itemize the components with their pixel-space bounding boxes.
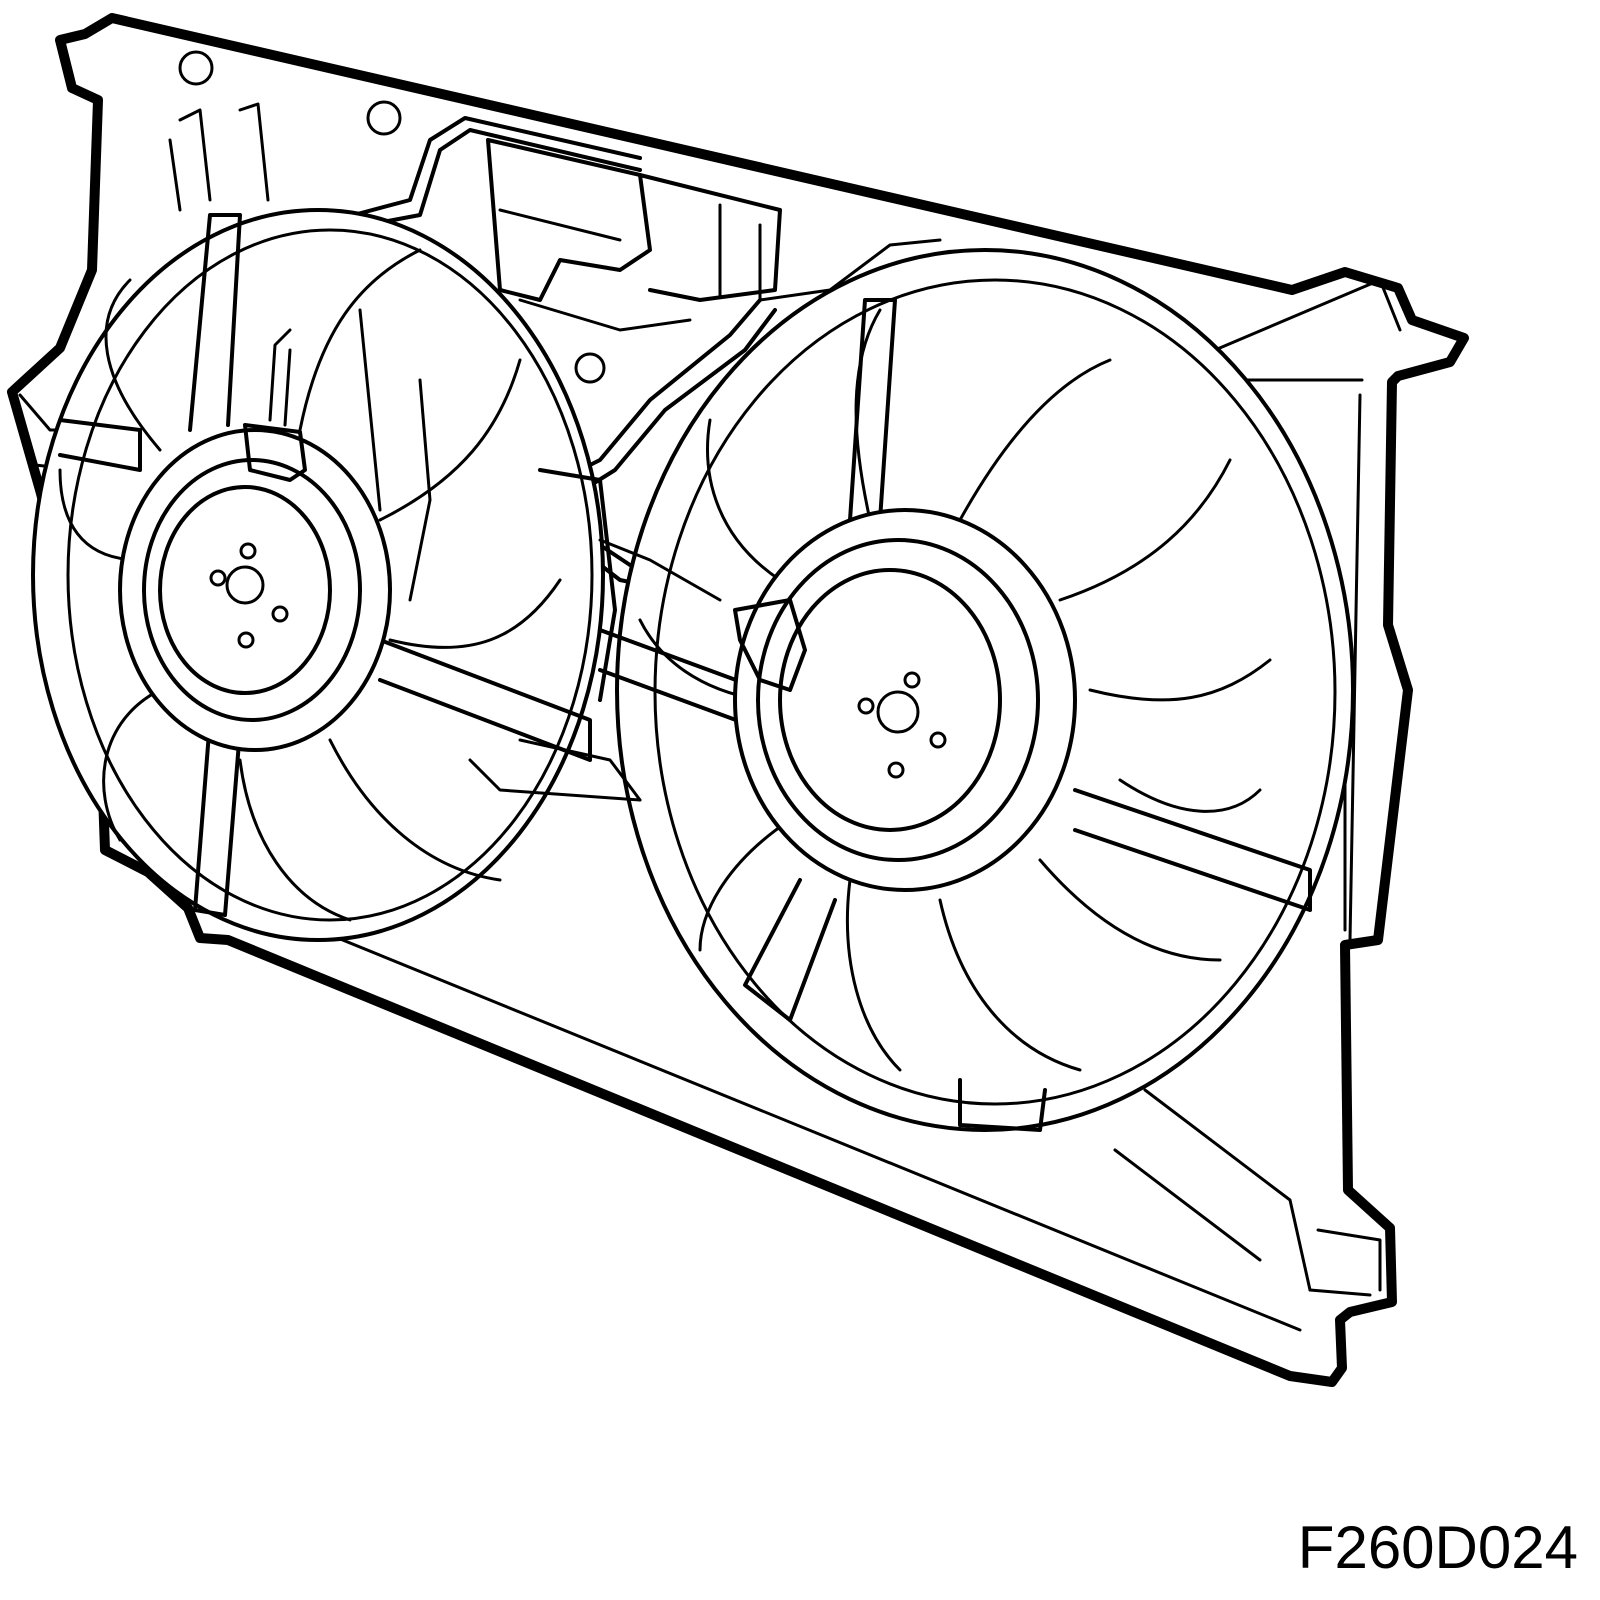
right-fan-blade-3 [1058,458,1232,602]
left-fan-hub-bolt-1 [239,542,257,560]
left-fan-hub-center [225,565,265,605]
figure-id-label: F260D024 [1297,1514,1578,1581]
left-fan-blade-1 [104,278,162,452]
left-fan-hub-bolt-4 [237,631,255,649]
right-fan-hub-bolt-1 [903,671,921,689]
left-fan-blade-4 [388,578,562,649]
frame-inner-bottom [218,888,1302,1332]
left-fan-connector [243,423,307,482]
frame-bottom-flange [1316,1228,1382,1292]
left-fan-blade-5 [328,738,502,882]
right-fan-blade-4 [1088,658,1272,702]
center-divider-lower [518,738,642,802]
right-fan-hub-center [876,690,920,734]
bracket-block-2 [638,173,782,302]
right-fan-hub-bolt-2 [857,697,875,715]
frame-hole-top-mid [366,100,402,136]
right-fan-blade-2 [958,358,1112,522]
center-divider [468,468,642,802]
left-fan-spoke-left [58,418,142,472]
bracket-strut-1 [178,108,212,202]
left-fan-blade-3 [378,358,522,522]
frame-hole-center [574,352,606,384]
left-fan-blade-9 [408,378,432,602]
left-fan-blade-7 [102,688,162,842]
harness-right-link [758,238,942,302]
left-fan-shroud-inner [66,228,594,922]
frame-bottom-rib [1143,1088,1312,1292]
left-fan-spoke-right [378,638,592,762]
right-fan-spoke-right [1073,788,1312,912]
frame-top-flange [1213,278,1402,352]
left-fan-connector-wire [268,328,292,422]
left-fan-blade-2 [298,248,422,432]
left-fan-connector-wire-2 [283,348,292,427]
right-fan-blade-5 [1038,858,1222,962]
right-fan-blade-8 [698,818,792,952]
frame-hole-top-left [178,50,214,86]
left-fan-blade-6 [238,758,352,922]
center-divider-rib [468,758,642,802]
right-fan-connector-wire [598,538,722,602]
bracket-line-4 [518,298,692,332]
right-fan [598,248,1355,1132]
frame-bottom-flange-2 [1308,1288,1372,1297]
right-fan-hub-bolt-3 [929,731,947,749]
left-fan-spoke-bottom [193,718,242,917]
bracket-line-1 [498,208,622,242]
left-fan-blade-10 [358,308,382,512]
frame-bottom-rib-2 [1113,1148,1262,1262]
upper-bracket [168,102,782,332]
left-fan-hub-bolt-2 [209,569,227,587]
right-fan-spoke-bottom-2 [958,1078,1047,1132]
right-fan-connector [733,598,807,692]
bracket-strut-2 [238,102,270,202]
right-fan-blade-7 [846,878,902,1072]
center-divider-upper [538,468,617,702]
left-fan-spoke-top [188,213,242,432]
bracket-strut-3 [168,138,182,212]
bracket-block-1 [486,138,652,302]
frame-inner-right [1348,393,1362,942]
right-fan-blade-11 [1118,778,1262,813]
right-fan-spoke-top [848,298,897,522]
left-fan [31,208,605,942]
right-fan-hub-bolt-4 [887,761,905,779]
right-fan-blade-6 [938,898,1082,1072]
left-fan-hub-bolt-3 [271,605,289,623]
right-fan-spoke-bottom [743,878,837,1022]
shroud-outline [7,13,1469,1387]
right-fan-blade-10 [706,418,782,582]
